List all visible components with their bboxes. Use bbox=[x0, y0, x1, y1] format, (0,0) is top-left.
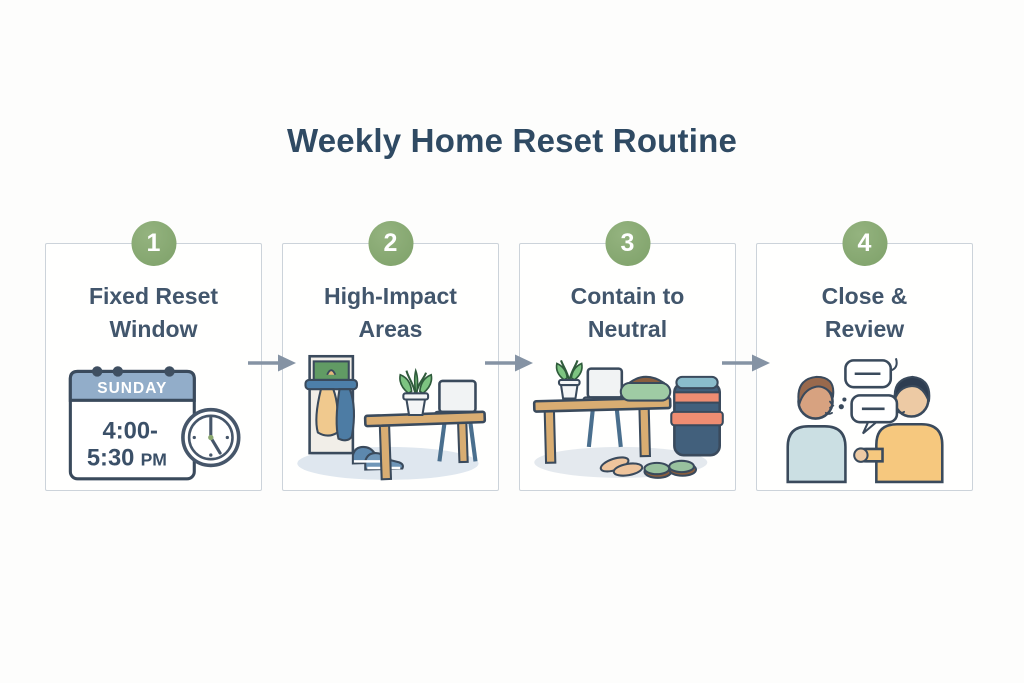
arrow-right-icon bbox=[248, 354, 296, 372]
person-right bbox=[852, 375, 944, 484]
table-bins-illustration bbox=[520, 342, 735, 484]
steps-row: 1 Fixed Reset Window SUNDAY 4:00- 5:30 P… bbox=[45, 221, 973, 491]
clock-icon bbox=[180, 407, 240, 468]
entryway-svg bbox=[296, 354, 486, 481]
calendar-clock-svg: SUNDAY 4:00- 5:30 PM bbox=[68, 366, 240, 481]
conversation-illustration bbox=[757, 342, 972, 484]
person-left bbox=[785, 375, 847, 484]
conversation-svg bbox=[785, 358, 944, 484]
calendar-peg bbox=[112, 366, 123, 377]
arrow-right-icon bbox=[722, 354, 770, 372]
step-title: Close & Review bbox=[821, 283, 908, 342]
hand bbox=[852, 447, 869, 463]
calendar-peg bbox=[91, 366, 102, 377]
step-title: High-Impact Areas bbox=[324, 283, 457, 342]
step-card-close-and-review: 4 Close & Review bbox=[756, 221, 973, 491]
storage-bins bbox=[669, 375, 724, 457]
step-card-contain-to-neutral: 3 Contain to Neutral bbox=[519, 221, 736, 491]
potted-plant bbox=[398, 367, 432, 416]
step-number-badge: 1 bbox=[131, 221, 176, 266]
step-number-badge: 3 bbox=[605, 221, 650, 266]
entryway-illustration bbox=[283, 342, 498, 484]
arrow-right-icon bbox=[485, 354, 533, 372]
calendar-time-line2: 5:30 bbox=[86, 444, 134, 471]
step-card-high-impact-areas: 2 High-Impact Areas bbox=[282, 221, 499, 491]
pouch-bag bbox=[619, 375, 671, 402]
hanging-bag bbox=[335, 388, 355, 442]
step-number-badge: 2 bbox=[368, 221, 413, 266]
sandals bbox=[642, 459, 697, 479]
calendar-clock-illustration: SUNDAY 4:00- 5:30 PM bbox=[46, 342, 261, 484]
hanging-coat bbox=[314, 388, 339, 437]
calendar-peg bbox=[163, 366, 175, 377]
step-title: Fixed Reset Window bbox=[88, 283, 219, 342]
speech-bubbles bbox=[838, 358, 898, 435]
calendar-icon: SUNDAY 4:00- 5:30 PM bbox=[68, 366, 196, 481]
page-title: Weekly Home Reset Routine bbox=[286, 122, 738, 159]
step-number-badge: 4 bbox=[842, 221, 887, 266]
calendar-meridiem: PM bbox=[140, 449, 166, 469]
table bbox=[363, 410, 486, 481]
calendar-time-line1: 4:00- bbox=[102, 418, 157, 445]
table-bins-svg bbox=[532, 360, 724, 479]
potted-plant bbox=[555, 360, 583, 400]
slippers bbox=[599, 456, 643, 477]
step-card-fixed-reset-window: 1 Fixed Reset Window SUNDAY 4:00- 5:30 P… bbox=[45, 221, 262, 491]
step-title: Contain to Neutral bbox=[570, 283, 685, 342]
calendar-day-label: SUNDAY bbox=[97, 380, 167, 397]
coat-rack bbox=[303, 354, 358, 455]
